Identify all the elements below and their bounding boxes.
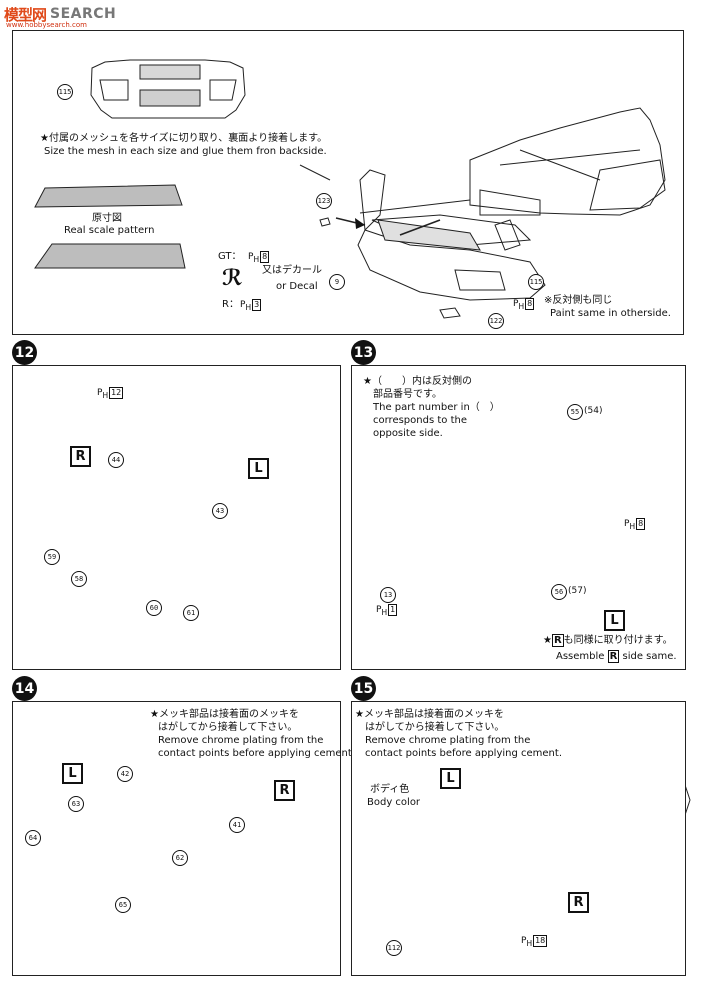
assemble-r-marker-en: R [607, 650, 620, 663]
site-search-label: SEARCH [50, 6, 117, 22]
part-41-label: 41 [229, 817, 245, 833]
step-12-right-marker: R [70, 446, 91, 467]
step-14-left-marker: L [62, 763, 83, 784]
step-15-note-en1: Remove chrome plating from the [365, 735, 531, 746]
part-56-label: 56 [551, 584, 567, 600]
ph-r-number: 3 [252, 299, 262, 311]
real-scale-label-ja: 原寸図 [92, 213, 122, 224]
part-115-label: 115 [57, 84, 73, 100]
part-59-label: 59 [44, 549, 60, 565]
step-15-note-ja1: ★メッキ部品は接着面のメッキを [355, 709, 504, 720]
step-13-badge: 13 [351, 340, 376, 365]
otherside-note-ja: ※反対側も同じ [544, 295, 613, 306]
step-13-left-marker: L [604, 610, 625, 631]
step-13-note-4: corresponds to the [373, 415, 467, 426]
step-11-mesh-note-en: Size the mesh in each size and glue them… [44, 146, 327, 157]
ph-sub: H [253, 254, 260, 264]
part-62-label: 62 [172, 850, 188, 866]
part-42-label: 42 [117, 766, 133, 782]
body-color-ja: ボディ色 [370, 784, 410, 795]
step-15-badge: 15 [351, 676, 376, 701]
part-61-label: 61 [183, 605, 199, 621]
part-123-label: 123 [316, 193, 332, 209]
step-15-note-ja2: はがしてから接着して下さい。 [365, 722, 505, 733]
ph-gt-number: 8 [260, 251, 270, 263]
step-13-panel [351, 365, 686, 670]
step-14-panel [12, 701, 341, 976]
assemble-en-post: side same. [622, 651, 677, 662]
decal-label-ja: 又はデカール [262, 265, 322, 276]
step-13-note-5: opposite side. [373, 428, 443, 439]
ph-8-number: 8 [636, 518, 646, 530]
part-115b-label: 115 [528, 274, 544, 290]
step-14-note-en2: contact points before applying cement. [158, 748, 355, 759]
part-44-label: 44 [108, 452, 124, 468]
body-color-en: Body color [367, 797, 421, 808]
step-13-note-2: 部品番号です。 [373, 389, 442, 400]
r-paint-label: R： [222, 299, 239, 310]
part-65-label: 65 [115, 897, 131, 913]
step-12-panel [12, 365, 341, 670]
part-54-label: (54) [584, 406, 603, 416]
assemble-ja-text: も同様に取り付けます。 [563, 635, 673, 646]
part-112-label: 112 [386, 940, 402, 956]
site-url: www.hobbysearch.com [6, 21, 87, 29]
decal-9-label: 9 [329, 274, 345, 290]
ph-side-number: 8 [525, 298, 535, 310]
ph-12-number: 12 [109, 387, 124, 399]
assemble-en-pre: Assemble [556, 651, 605, 662]
step-13-note-1: ★（ ）内は反対側の [363, 376, 472, 387]
part-122-label: 122 [488, 313, 504, 329]
step-14-note-ja1: ★メッキ部品は接着面のメッキを [150, 709, 299, 720]
step-12-badge: 12 [12, 340, 37, 365]
ph-18-number: 18 [533, 935, 548, 947]
ph-1-number: 1 [388, 604, 398, 616]
ph-prefix: P [248, 252, 254, 262]
step-12-left-marker: L [248, 458, 269, 479]
step-13-assemble-en: Assemble R side same. [556, 650, 677, 663]
step-14-badge: 14 [12, 676, 37, 701]
assemble-star: ★ [543, 635, 552, 646]
assemble-r-marker-ja: R [551, 634, 564, 647]
otherside-note-en: Paint same in otherside. [550, 308, 671, 319]
step-14-right-marker: R [274, 780, 295, 801]
decal-callout [207, 246, 352, 316]
step-15-right-marker: R [568, 892, 589, 913]
step-14-note-en1: Remove chrome plating from the [158, 735, 324, 746]
site-logo[interactable]: 模型网 [4, 5, 47, 24]
gtr-emblem-icon: ℛ [222, 266, 243, 291]
part-43-label: 43 [212, 503, 228, 519]
part-60-label: 60 [146, 600, 162, 616]
part-13-label: 13 [380, 587, 396, 603]
part-55-label: 55 [567, 404, 583, 420]
gt-label: GT： [218, 251, 242, 262]
decal-label-en: or Decal [276, 281, 318, 292]
real-scale-label-en: Real scale pattern [64, 225, 155, 236]
step-15-left-marker: L [440, 768, 461, 789]
part-64-label: 64 [25, 830, 41, 846]
part-57-label: (57) [568, 586, 587, 596]
site-header: 模型网 SEARCH [4, 3, 116, 25]
step-14-note-ja2: はがしてから接着して下さい。 [158, 722, 298, 733]
step-11-mesh-note-ja: ★付属のメッシュを各サイズに切り取り、裏面より接着します。 [40, 133, 328, 144]
step-13-note-3: The part number in（ ） [373, 402, 500, 413]
part-63-label: 63 [68, 796, 84, 812]
step-15-panel [351, 701, 686, 976]
part-58-label: 58 [71, 571, 87, 587]
gt-paint-label: GT： [218, 250, 242, 263]
step-15-note-en2: contact points before applying cement. [365, 748, 562, 759]
